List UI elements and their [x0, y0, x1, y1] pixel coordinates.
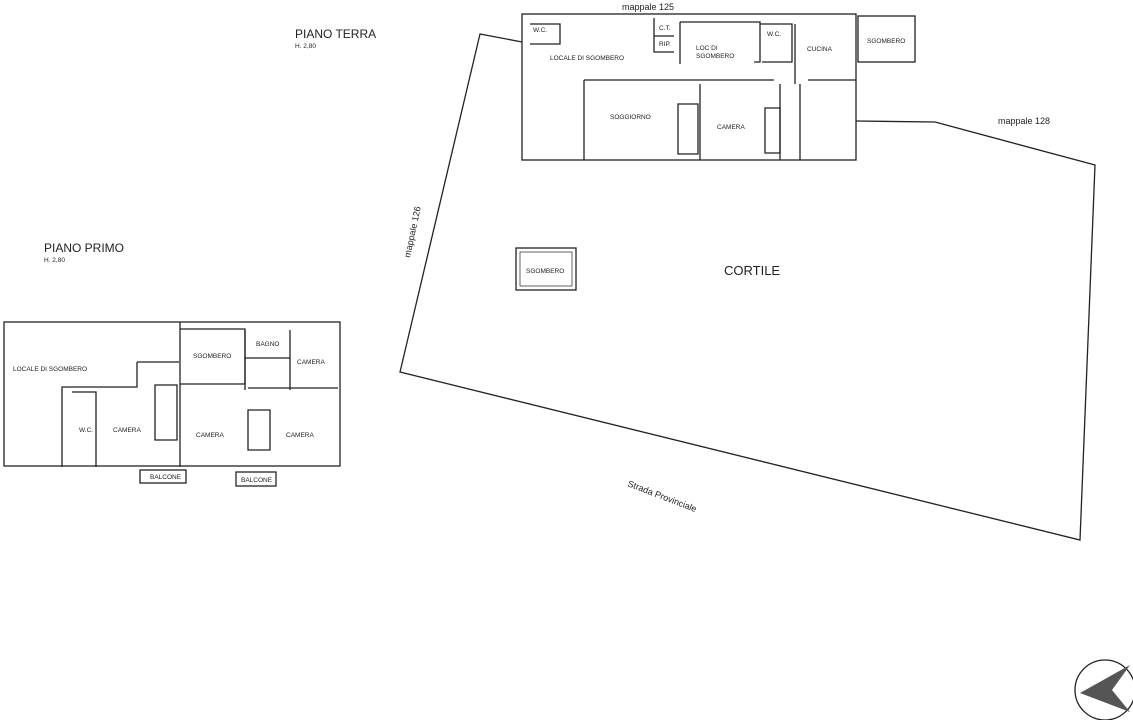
room-label: SGOMBERO [193, 353, 231, 360]
road-label: Strada Provinciale [626, 479, 698, 515]
room-label: W.C. [533, 27, 547, 34]
outbuilding-label: SGOMBERO [526, 268, 564, 275]
north-arrow-icon [1074, 659, 1133, 720]
room-label: CAMERA [196, 432, 224, 439]
room-label: CAMERA [717, 124, 745, 131]
ground-floor-height: H. 2,80 [295, 43, 316, 50]
first-floor-height: H. 2,80 [44, 257, 65, 264]
room-label: CAMERA [286, 432, 314, 439]
ground-floor-title: PIANO TERRA [295, 27, 376, 41]
lot-boundary [399, 33, 1096, 541]
room-label: CAMERA [113, 427, 141, 434]
room-label: LOCALE DI SGOMBERO [550, 55, 624, 62]
room-label: W.C. [767, 31, 781, 38]
room-label: SGOMBERO [696, 53, 734, 60]
room-label: CAMERA [297, 359, 325, 366]
ground-floor-plan [521, 13, 916, 161]
first-floor-title: PIANO PRIMO [44, 241, 124, 255]
room-label: W.C. [79, 427, 93, 434]
room-label: BAGNO [256, 341, 279, 348]
room-label: RIP. [659, 41, 671, 48]
balcony-label: BALCONE [150, 474, 182, 481]
room-label: LOC DI [696, 45, 718, 52]
room-label: SGOMBERO [867, 38, 905, 45]
room-label: LOCALE DI SGOMBERO [13, 366, 87, 373]
room-label: SOGGIORNO [610, 114, 651, 121]
first-floor-plan [3, 321, 341, 487]
outbuilding [515, 247, 577, 291]
parcel-label: mappale 125 [622, 2, 674, 12]
room-label: C.T. [659, 25, 671, 32]
courtyard-label: CORTILE [724, 263, 780, 278]
room-label: CUCINA [807, 46, 833, 53]
parcel-label: mappale 126 [402, 205, 423, 258]
parcel-label: mappale 128 [998, 116, 1050, 126]
balcony-label: BALCONE [241, 477, 273, 484]
